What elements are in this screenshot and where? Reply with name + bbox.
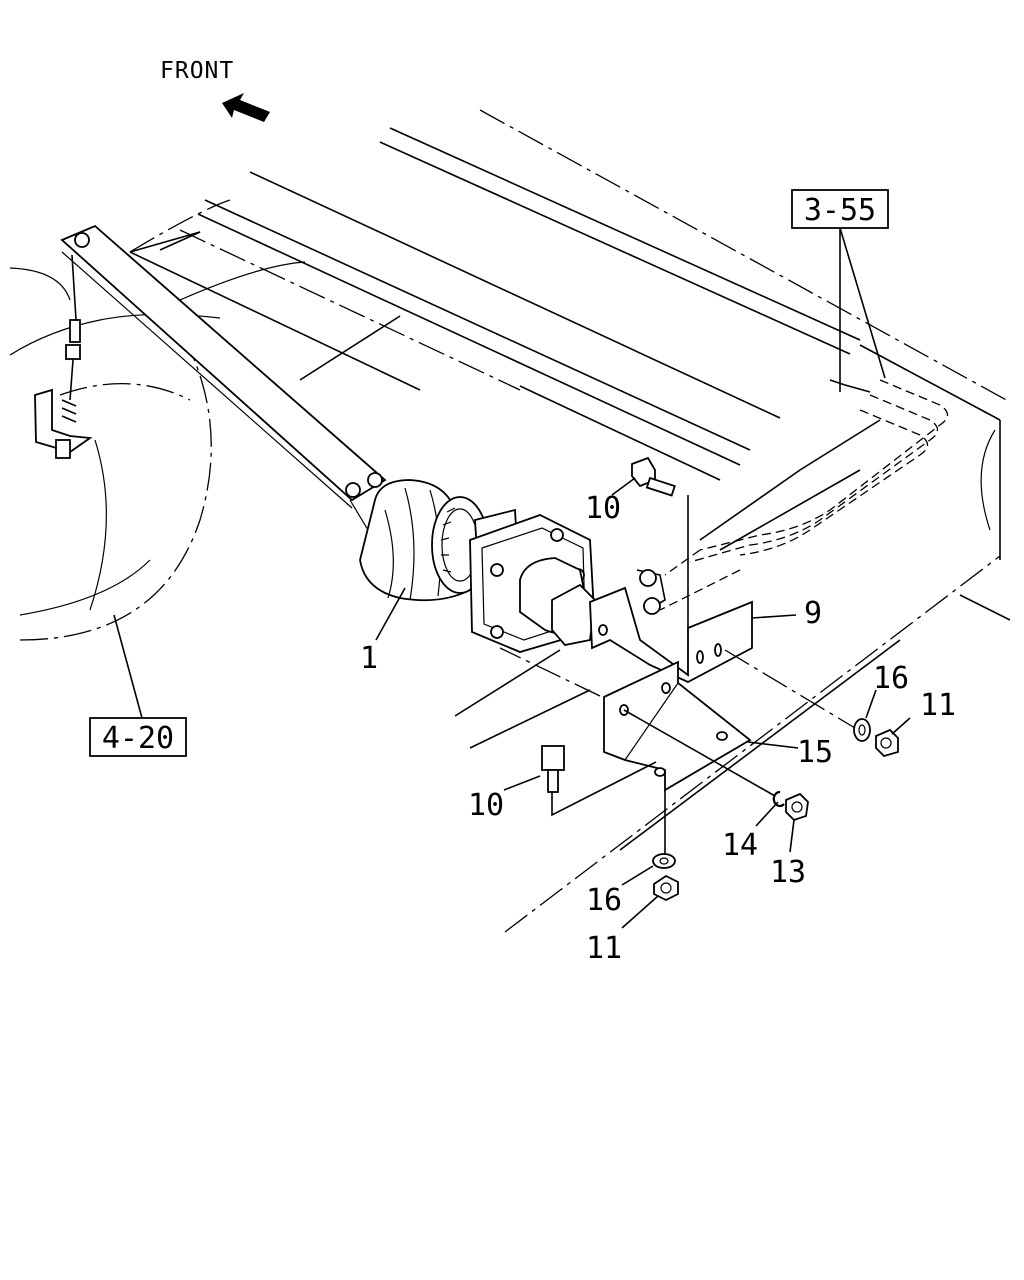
air-lines	[659, 379, 949, 611]
leader-lines	[113, 227, 911, 929]
front-label: FRONT	[160, 58, 234, 84]
fasteners	[541, 456, 899, 902]
callout-labels: 1 9 10 10 11 11 13 14 15 16 16	[360, 491, 956, 966]
linkage-rod	[34, 254, 93, 459]
assembly-lines	[499, 495, 856, 855]
callout-10-lower[interactable]: 10	[468, 788, 504, 823]
callout-11-right[interactable]: 11	[920, 688, 956, 723]
callout-10-upper[interactable]: 10	[585, 491, 621, 526]
callout-15[interactable]: 15	[797, 735, 833, 770]
reference-label: 4-20	[102, 721, 174, 756]
callout-9[interactable]: 9	[804, 596, 822, 631]
callout-1[interactable]: 1	[360, 641, 378, 676]
stabilizer-bar	[60, 224, 387, 531]
axle-tire-outline	[9, 199, 306, 641]
reference-box-4-20[interactable]: 4-20	[89, 717, 187, 757]
callout-11-lower[interactable]: 11	[586, 931, 622, 966]
bracket-9	[589, 569, 753, 684]
front-indicator: FRONT	[160, 58, 270, 122]
callout-14[interactable]: 14	[722, 828, 758, 863]
reference-box-3-55[interactable]: 3-55	[791, 189, 889, 229]
actuator-chamber	[359, 479, 596, 653]
callout-16-lower[interactable]: 16	[586, 883, 622, 918]
callout-13[interactable]: 13	[770, 855, 806, 890]
bracket-15	[603, 660, 752, 792]
front-arrow-icon	[222, 93, 270, 122]
frame-rails	[129, 109, 1011, 933]
reference-label: 3-55	[804, 193, 876, 228]
callout-16-right[interactable]: 16	[873, 661, 909, 696]
